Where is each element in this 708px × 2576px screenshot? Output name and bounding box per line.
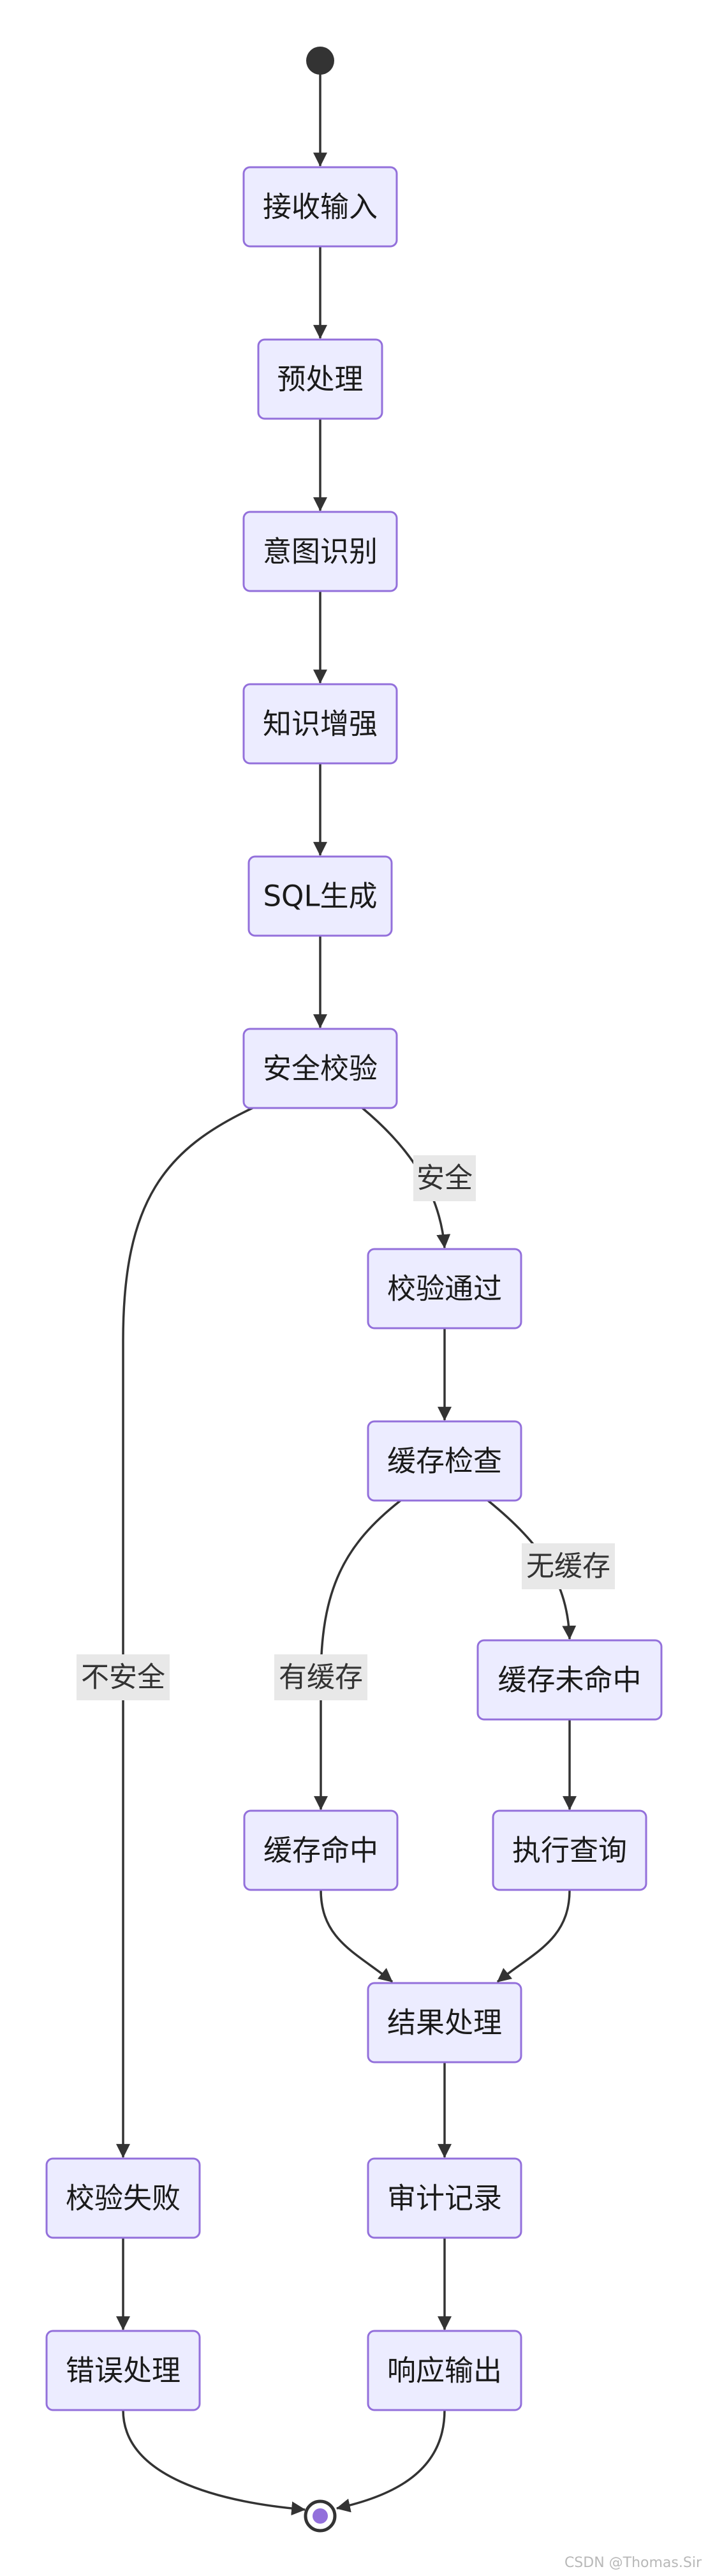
node-receive-input: 接收输入 <box>242 166 398 248</box>
node-check-fail: 校验失败 <box>45 2157 201 2239</box>
node-response-output: 响应输出 <box>367 2330 522 2411</box>
edge-exec-query-to-result-process <box>496 1889 571 1983</box>
node-audit-log: 审计记录 <box>367 2157 522 2239</box>
svg-text:安全: 安全 <box>417 1162 473 1195</box>
svg-text:知识增强: 知识增强 <box>263 707 378 741</box>
node-check-pass: 校验通过 <box>367 1248 522 1329</box>
svg-text:错误处理: 错误处理 <box>66 2354 181 2388</box>
edge-error-handle-to-end <box>122 2409 306 2516</box>
svg-text:SQL生成: SQL生成 <box>263 880 377 913</box>
edge-labels: 安全 不安全 无缓存 有缓存 <box>77 1155 615 1700</box>
node-intent: 意图识别 <box>242 511 398 592</box>
svg-text:接收输入: 接收输入 <box>263 190 378 224</box>
svg-text:缓存命中: 缓存命中 <box>263 1834 378 1868</box>
end-node <box>304 2499 337 2533</box>
node-sql-gen: SQL生成 <box>247 855 393 937</box>
svg-text:无缓存: 无缓存 <box>526 1550 610 1583</box>
edge-security-check-to-check-fail <box>116 1107 253 2159</box>
node-security-check: 安全校验 <box>242 1028 398 1109</box>
nodes: 接收输入 预处理 意图识别 知识增强 SQL生成 安全校验 校验通过 缓存检查 <box>45 166 663 2411</box>
svg-text:不安全: 不安全 <box>81 1661 165 1694</box>
edges <box>116 73 577 2516</box>
node-cache-miss: 缓存未命中 <box>476 1639 663 1721</box>
svg-text:校验失败: 校验失败 <box>66 2182 181 2215</box>
edge-label-unsafe: 不安全 <box>77 1654 170 1700</box>
svg-text:缓存检查: 缓存检查 <box>387 1444 502 1478</box>
svg-text:安全校验: 安全校验 <box>263 1052 378 1086</box>
edge-response-output-to-end <box>336 2409 446 2513</box>
node-cache-hit: 缓存命中 <box>243 1809 399 1891</box>
edge-label-safe: 安全 <box>413 1155 476 1201</box>
node-exec-query: 执行查询 <box>492 1809 647 1891</box>
svg-text:审计记录: 审计记录 <box>387 2182 502 2215</box>
node-cache-check: 缓存检查 <box>367 1420 522 1502</box>
svg-text:执行查询: 执行查询 <box>512 1834 627 1868</box>
node-result-process: 结果处理 <box>367 1982 522 2063</box>
node-preprocess: 预处理 <box>257 338 383 420</box>
watermark: CSDN @Thomas.Sir <box>564 2555 702 2571</box>
node-knowledge: 知识增强 <box>242 683 398 765</box>
start-node <box>306 47 334 75</box>
svg-text:缓存未命中: 缓存未命中 <box>498 1663 641 1697</box>
svg-text:预处理: 预处理 <box>277 363 363 396</box>
svg-text:响应输出: 响应输出 <box>387 2354 502 2388</box>
svg-text:有缓存: 有缓存 <box>279 1661 363 1694</box>
node-error-handle: 错误处理 <box>45 2330 201 2411</box>
edge-cache-hit-to-result-process <box>320 1889 394 1983</box>
edge-label-has-cache: 有缓存 <box>274 1654 367 1700</box>
svg-text:结果处理: 结果处理 <box>387 2006 502 2040</box>
svg-text:意图识别: 意图识别 <box>263 535 378 569</box>
svg-text:校验通过: 校验通过 <box>387 1272 502 1306</box>
edge-label-no-cache: 无缓存 <box>522 1543 615 1589</box>
